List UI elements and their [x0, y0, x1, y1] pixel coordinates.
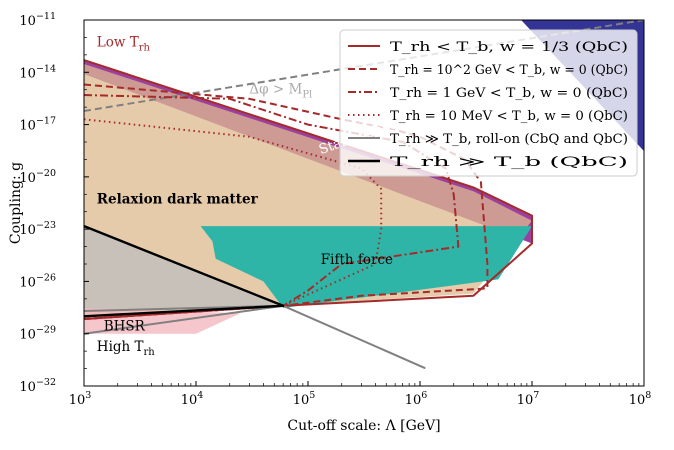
legend-label: T_rh = 10 MeV < T_b, w = 0 (QbC) — [390, 109, 628, 124]
x-tick-label: 108 — [629, 390, 652, 408]
y-tick-label: 10−20 — [19, 168, 56, 186]
y-tick-label: 10−29 — [19, 325, 56, 343]
annotation-high-trh: High Trh — [97, 339, 156, 358]
plot-frame — [83, 19, 645, 387]
y-tick-label: 10−26 — [19, 272, 56, 290]
x-tick-label: 103 — [69, 390, 92, 408]
y-tick-label: 10−11 — [19, 11, 56, 29]
line-planck-bound — [84, 20, 644, 112]
series-line-5 — [84, 304, 426, 369]
x-tick-label: 107 — [517, 390, 540, 408]
y-axis-label: Coupling: g — [8, 162, 24, 244]
legend: T_rh < T_b, w = 1/3 (QbC) T_rh = 10^2 GeV… — [339, 29, 638, 177]
legend-label: T_rh ≫ T_b (QbC) — [390, 155, 628, 170]
legend-label: T_rh = 10^2 GeV < T_b, w = 0 (QbC) — [390, 63, 628, 78]
shaded-regions — [84, 20, 644, 368]
y-tick-label: 10−14 — [19, 63, 56, 81]
series-line-2 — [84, 83, 489, 320]
region-high-reheating-grey — [84, 226, 425, 368]
boundary-lines — [84, 20, 644, 369]
y-axis-ticks: 10−32 10−29 10−26 10−23 10−20 10−17 10−14 10−11 — [19, 11, 89, 395]
x-axis-label: Cut-off scale: Λ [GeV] — [287, 418, 440, 434]
annotation-fifth-force: Fifth force — [321, 252, 393, 268]
x-tick-label: 104 — [181, 390, 204, 408]
series-line-3 — [84, 94, 460, 320]
annotation-bhsr: BHSR — [104, 319, 146, 335]
legend-label: T_rh ≫ T_b, roll-on (CbQ and QbC) — [390, 132, 628, 147]
legend-label: T_rh = 1 GeV < T_b, w = 0 (QbC) — [390, 86, 628, 101]
series-line-4 — [84, 118, 383, 320]
annotation-mpl: Δφ > MPl — [249, 82, 312, 101]
y-tick-label: 10−23 — [19, 220, 56, 238]
series-line-6 — [84, 224, 285, 318]
x-tick-label: 105 — [293, 390, 316, 408]
legend-box — [339, 29, 638, 177]
y-tick-label: 10−17 — [19, 116, 56, 134]
x-tick-label: 106 — [405, 390, 428, 408]
annotation-relaxion-dark-matter: Relaxion dark matter — [97, 191, 259, 207]
x-axis-ticks: 103 104 105 106 107 108 — [69, 381, 652, 408]
legend-label: T_rh < T_b, w = 1/3 (QbC) — [390, 40, 628, 55]
y-tick-label: 10−32 — [19, 377, 56, 395]
annotation-low-trh: Low Trh — [97, 35, 151, 54]
